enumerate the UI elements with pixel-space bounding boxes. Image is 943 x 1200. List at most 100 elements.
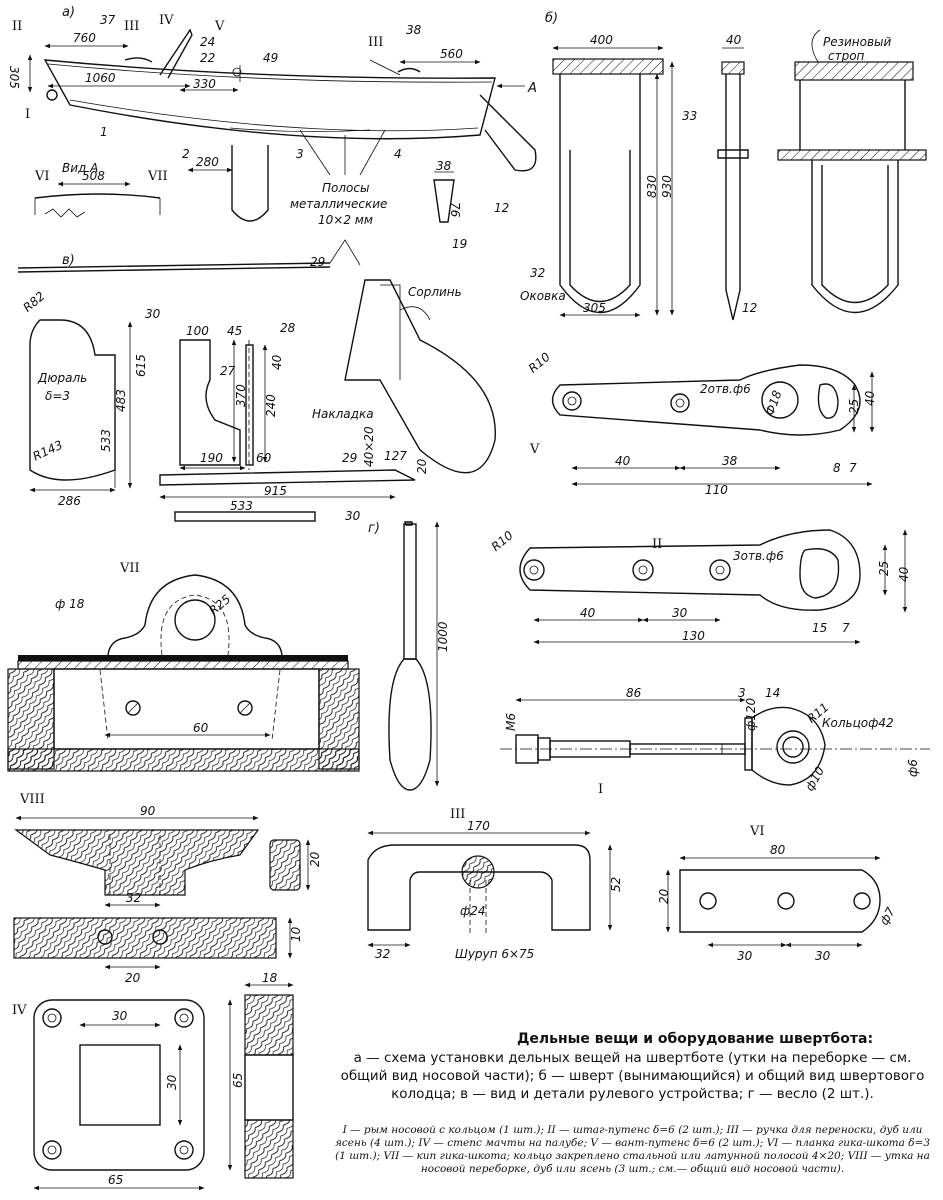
dim-915: 915 [264, 484, 287, 498]
dim-phi6: ф6 [906, 759, 920, 777]
dim-R143: R143 [31, 438, 65, 464]
dim-1000: 1000 [436, 621, 450, 652]
dim-phi24: ф24 [460, 904, 486, 918]
label-VII: VII [147, 169, 168, 184]
num-12: 12 [494, 201, 509, 215]
panel-label-v: в) [62, 253, 75, 268]
dim-760: 760 [73, 31, 96, 45]
dim-40c: 40 [863, 390, 877, 406]
two-holes-label: 2отв.ф6 [700, 382, 751, 396]
caption-legend: I — рым носовой с кольцом (1 шт.); II — … [334, 1124, 931, 1175]
dim-533b: 533 [230, 499, 253, 513]
num-38: 38 [406, 23, 422, 37]
dim-10: 10 [289, 926, 303, 942]
ring-label: Кольцоф42 [822, 716, 894, 730]
dim-52: 52 [609, 877, 623, 892]
metal-strips-label-1: Полосы [322, 181, 369, 195]
num-1: 1 [100, 125, 108, 139]
label-VII-b: VII [119, 561, 140, 576]
dim-30a: 30 [672, 606, 688, 620]
annotations: Вид А A Полосы металлические 10×2 мм Рез… [37, 35, 894, 961]
forestay-plate [519, 529, 908, 645]
dim-20a: 20 [415, 458, 429, 474]
num-37: 37 [100, 13, 116, 27]
delta-label: δ=3 [45, 389, 70, 403]
dim-R10b: R10 [489, 528, 516, 554]
label-I-b: I [598, 782, 603, 797]
lanyard-label: Сорлинь [408, 285, 462, 299]
dim-3: 3 [738, 686, 746, 700]
dim-14: 14 [765, 686, 780, 700]
dim-305b: 305 [583, 301, 606, 315]
dim-615: 615 [134, 354, 148, 377]
dim-370: 370 [234, 384, 248, 407]
metal-strips-label-2: металлические [290, 197, 387, 211]
label-IV-b: IV [12, 1003, 27, 1018]
num-4: 4 [394, 147, 402, 161]
view-a-label: Вид А [62, 161, 98, 175]
dim-86: 86 [626, 686, 642, 700]
shroud-plate [551, 364, 875, 487]
panel-label-b: б) [545, 11, 558, 26]
label-I: I [25, 107, 30, 122]
dim-100: 100 [186, 324, 209, 338]
dim-40e: 40 [897, 566, 911, 582]
dimensions: 760 1060 305 330 560 508 280 38 76 400 8… [7, 31, 920, 1187]
mainsheet-plate [665, 855, 881, 948]
dim-130: 130 [682, 629, 705, 643]
dim-38b: 38 [722, 454, 738, 468]
dim-127: 127 [384, 449, 407, 463]
dim-65b: 65 [231, 1073, 245, 1088]
num-30b: 30 [345, 509, 361, 523]
label-II-b: II [652, 537, 662, 552]
num-2: 2 [182, 147, 190, 161]
rudder-assembly [17, 239, 496, 522]
dim-60a: 60 [256, 451, 272, 465]
caption-title: Дельные вещи и оборудование швертбота: [516, 1031, 874, 1047]
dim-32b: 32 [375, 947, 390, 961]
arrow-a-label: A [527, 81, 537, 96]
label-V-b: V [529, 442, 540, 457]
dim-286: 286 [58, 494, 81, 508]
panel-label-a: а) [62, 5, 75, 20]
num-32: 32 [530, 266, 545, 280]
dim-phi120: ф120 [744, 697, 758, 731]
carry-handle [367, 830, 613, 948]
dim-15: 15 [812, 621, 827, 635]
oar [388, 521, 440, 791]
centreboard [552, 29, 927, 321]
dim-40d: 40 [615, 454, 631, 468]
dim-40a: 40 [726, 33, 742, 47]
dim-305a: 305 [7, 66, 21, 89]
dim-330: 330 [193, 77, 216, 91]
dim-930: 930 [660, 175, 674, 198]
dim-12: 12 [742, 301, 757, 315]
caption-body: а — схема установки дельных вещей на шве… [340, 1050, 925, 1102]
dim-25b: 25 [877, 561, 891, 576]
screw-label: Шуруп 6×75 [455, 947, 534, 961]
dim-190: 190 [200, 451, 223, 465]
part-numbers: 37 24 22 49 38 1 2 3 4 12 19 33 32 29 30… [100, 13, 697, 523]
overlay-label: Накладка [312, 407, 374, 421]
dim-30b: 30 [737, 949, 753, 963]
label-III-c: III [450, 807, 465, 822]
dim-40x20: 40×20 [362, 426, 376, 467]
dim-40f: 40 [580, 606, 596, 620]
dim-20c: 20 [308, 851, 322, 867]
dim-phi18a: Ф18 [763, 388, 785, 417]
label-III-b: III [368, 35, 383, 50]
roman-labels: II III IV V I III VI VII V VII II I VIII… [12, 13, 765, 1018]
dim-1060: 1060 [85, 71, 116, 85]
dim-30d: 30 [112, 1009, 128, 1023]
rubber-strap-label-2: строп [828, 49, 865, 63]
mast-step [33, 982, 294, 1191]
dim-7a: 7 [849, 461, 857, 475]
dim-30e: 30 [165, 1074, 179, 1090]
fitting-label: Оковка [520, 289, 566, 303]
metal-strips-label-3: 10×2 мм [318, 213, 373, 227]
dim-483: 483 [114, 389, 128, 412]
num-29b: 29 [342, 451, 357, 465]
dim-60b: 60 [193, 721, 209, 735]
dim-533a: 533 [99, 429, 113, 452]
